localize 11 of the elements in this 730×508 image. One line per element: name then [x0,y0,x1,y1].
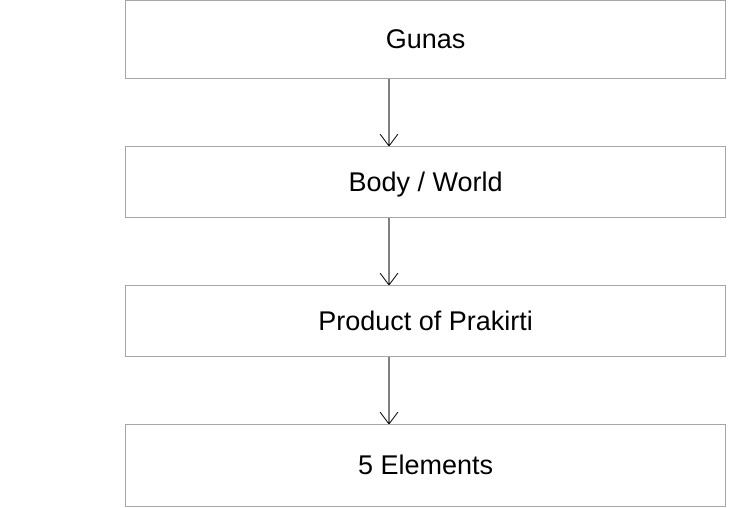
arrow [380,218,398,286]
box-label: Gunas [386,24,466,55]
process-box [125,424,726,507]
arrow [380,356,398,424]
box-label: 5 Elements [358,450,494,481]
arrow [380,78,398,146]
process-box [125,146,726,218]
box-label: Product of Prakirti [318,306,533,336]
process-box [125,285,726,357]
process-box [125,0,726,79]
box-label: Body / World [348,166,503,198]
